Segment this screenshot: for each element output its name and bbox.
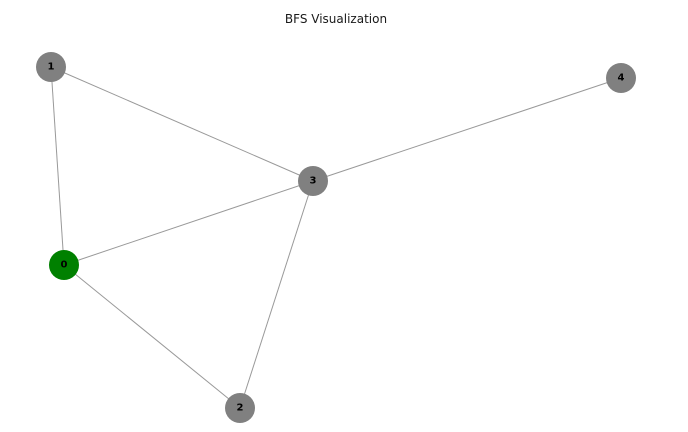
edge-0-1 — [50, 66, 65, 266]
node-label-1: 1 — [48, 62, 55, 73]
node-label-3: 3 — [310, 176, 317, 187]
node-circle-2 — [225, 393, 255, 423]
node-0: 0 — [49, 250, 79, 280]
nodes-layer: 0 1 2 3 4 — [36, 52, 636, 423]
edge-3-4 — [312, 77, 622, 182]
page-title: BFS Visualization — [284, 12, 388, 26]
node-1: 1 — [36, 52, 66, 82]
node-circle-3 — [298, 166, 328, 196]
edge-1-3 — [50, 66, 314, 182]
node-label-4: 4 — [618, 73, 625, 84]
node-circle-1 — [36, 52, 66, 82]
edges-layer — [50, 66, 622, 409]
node-4: 4 — [606, 63, 636, 93]
edge-0-3 — [63, 180, 314, 266]
node-2: 2 — [225, 393, 255, 423]
edge-0-2 — [63, 264, 241, 409]
node-3: 3 — [298, 166, 328, 196]
node-circle-0 — [49, 250, 79, 280]
edge-2-3 — [239, 180, 314, 409]
node-label-0: 0 — [61, 260, 68, 271]
node-circle-4 — [606, 63, 636, 93]
node-label-2: 2 — [237, 403, 244, 414]
